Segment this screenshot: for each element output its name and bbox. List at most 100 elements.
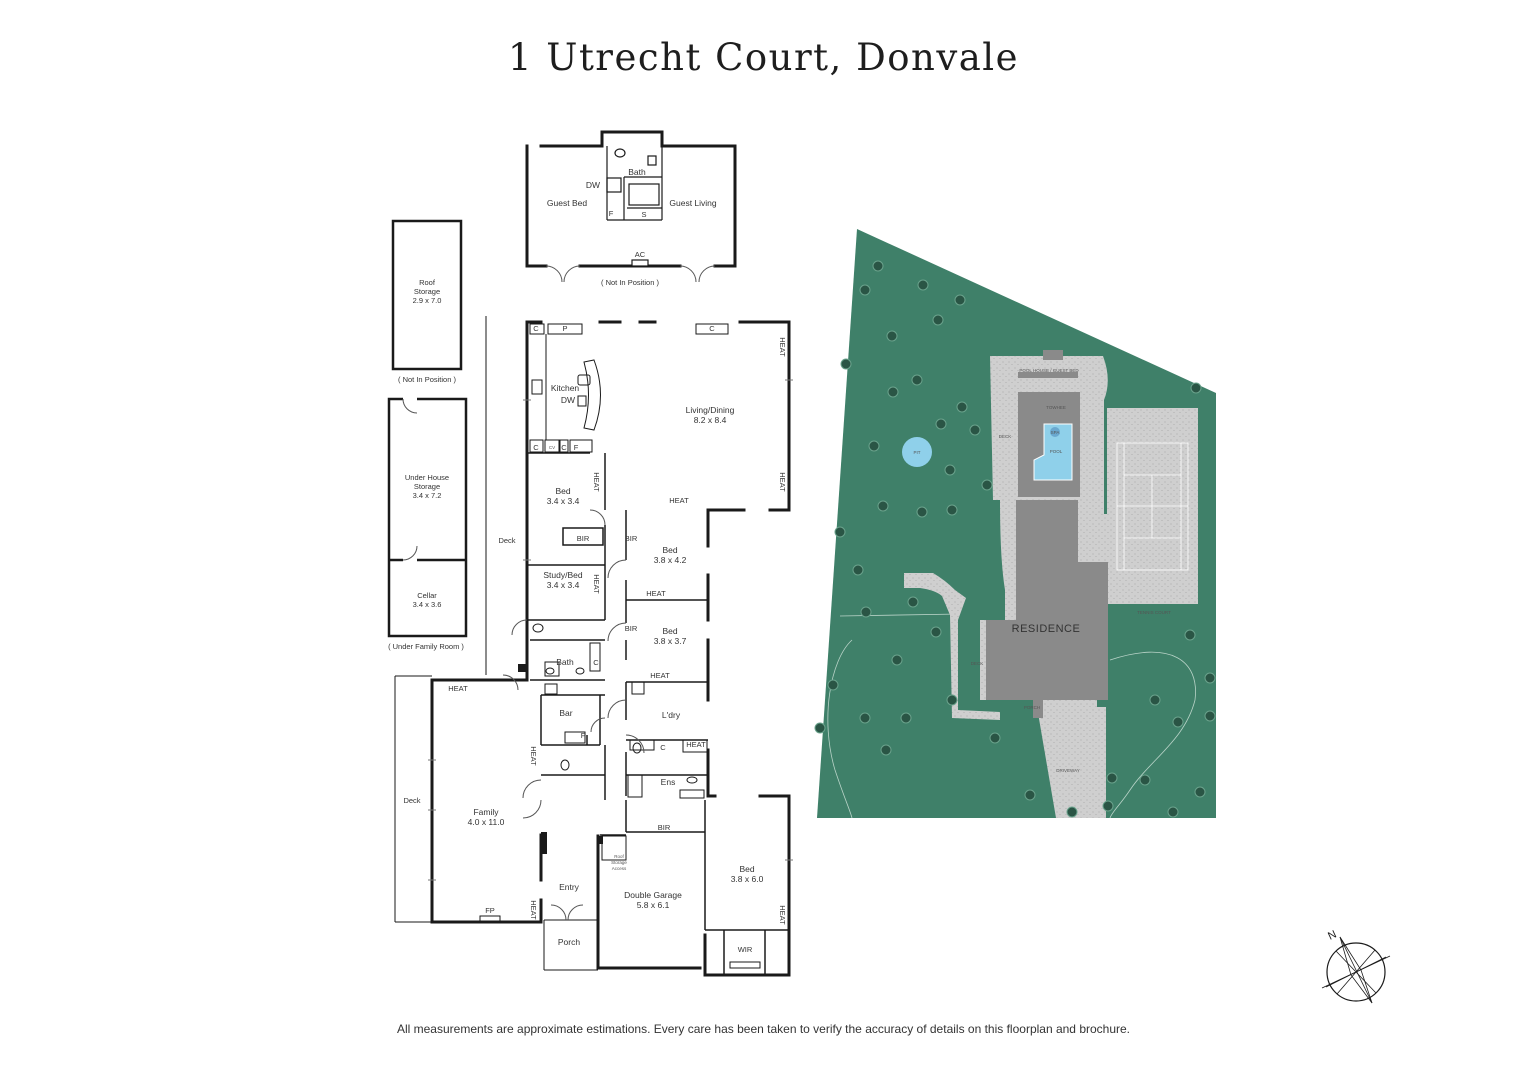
heat-label-3: HEAT [669,496,689,505]
heat-label-10: HEAT [529,746,538,766]
ensuite-label: Ens [661,777,676,787]
tennis-court-label: TENNIS COURT [1137,610,1171,615]
bed2-dim: 3.8 x 4.2 [654,555,687,565]
cellar-dim: 3.4 x 3.6 [413,600,442,609]
wir-label: WIR [738,945,753,954]
fireplace-label: FP [485,906,495,915]
deck-site-label-2: DECK [971,661,984,666]
deck-label-2: Deck [403,796,420,805]
bed1-dim: 3.4 x 3.4 [547,496,580,506]
guest-bath-label: Bath [628,167,646,177]
study-bed-label: Study/Bed [543,570,582,580]
family-label: Family [473,807,499,817]
fridge-f-label-2: F [581,731,586,740]
deck-label-1: Deck [498,536,515,545]
heat-label-12: HEAT [778,905,787,925]
family-dim: 4.0 x 11.0 [468,817,505,827]
living-dining-dim: 8.2 x 8.4 [694,415,727,425]
bed4-dim: 3.8 x 6.0 [731,874,764,884]
roof-storage-dim: 2.9 x 7.0 [413,296,442,305]
towhee-label: TOWHEE [1046,405,1066,410]
site-plan: RESIDENCE TENNIS COURT POOL SPA TOWHEE D… [814,229,1216,819]
study-bed-dim: 3.4 x 3.4 [547,580,580,590]
bed3-label: Bed [662,626,677,636]
page-title: 1 Utrecht Court, Donvale [507,36,1020,79]
roof-storage-label: Roof [419,278,436,287]
bir-label-4: BIR [658,823,671,832]
site-porch-label: PORCH [1024,705,1040,710]
storage-areas: Roof Storage 2.9 x 7.0 ( Not In Position… [387,219,468,651]
pool-house-label: POOL HOUSE / GUEST BED [1019,368,1079,373]
residence-label: RESIDENCE [1012,623,1081,635]
main-house: C P C C CV C F HEAT HEAT Kitchen DW Livi… [394,316,793,977]
garage-label: Double Garage [624,890,682,900]
bir-label-3: BIR [625,624,638,633]
driveway-label: DRIVEWAY [1056,768,1080,773]
heat-label-9: HEAT [686,740,706,749]
porch-label: Porch [558,937,580,947]
bar-label: Bar [559,708,572,718]
trees [814,260,1216,818]
pantry-p-label: P [562,324,567,333]
fridge-f-label-1: F [574,443,579,452]
bir-label-2: BIR [625,534,638,543]
room-labels: C P C C CV C F HEAT HEAT Kitchen DW Livi… [403,324,787,954]
cupboard-c-label-1: C [533,324,539,333]
heat-label-5: HEAT [592,574,601,594]
deck-site-label-1: DECK [999,434,1012,439]
heat-label-8: HEAT [448,684,468,693]
cupboard-c-label-3: C [533,443,539,452]
guest-f-label: F [609,209,614,218]
guest-house: Bath DW Guest Bed Guest Living F S AC ( … [525,130,737,287]
cellar-label: Cellar [417,591,437,600]
guest-living-label: Guest Living [669,198,717,208]
pool-label: POOL [1050,449,1063,454]
guest-ac-label: AC [635,250,646,259]
kitchen-dw-label: DW [561,395,575,405]
pit-label: PIT [913,450,920,455]
pool-water [1033,423,1073,481]
laundry-label: L'dry [662,710,681,720]
cupboard-c-label-6: C [660,743,666,752]
guest-dw-label: DW [586,180,600,190]
bed3-dim: 3.8 x 3.7 [654,636,687,646]
roof-storage-label-2: Storage [414,287,440,296]
guest-bed-label: Guest Bed [547,198,587,208]
cupboard-c-label-5: C [593,658,599,667]
roof-storage-note: ( Not In Position ) [398,375,456,384]
cupboard-c-label-2: C [709,324,715,333]
bed2-label: Bed [662,545,677,555]
roof-access-label-1: Roof [614,854,624,859]
cupboard-c-label-4: C [561,443,567,452]
under-house-label-2: Storage [414,482,440,491]
pit-circle [902,437,932,467]
heat-label-2: HEAT [778,472,787,492]
spa-label: SPA [1051,430,1060,435]
heat-label-7: HEAT [650,671,670,680]
cv-label: CV [549,445,555,450]
roof-access-label-3: Access [612,866,627,871]
heat-label-6: HEAT [646,589,666,598]
compass-north-label: N [1326,928,1338,942]
heat-label-11: HEAT [529,900,538,920]
kitchen-label: Kitchen [551,383,580,393]
heat-label-4: HEAT [592,472,601,492]
residence-roof [986,500,1108,718]
guest-not-in-position-note: ( Not In Position ) [601,278,659,287]
disclaimer-text: All measurements are approximate estimat… [396,1022,1131,1036]
under-house-label: Under House [405,473,449,482]
bed4-label: Bed [739,864,754,874]
bir-label-1: BIR [577,534,590,543]
under-house-dim: 3.4 x 7.2 [413,491,442,500]
cellar-note: ( Under Family Room ) [388,642,464,651]
bath-label: Bath [556,657,574,667]
entry-label: Entry [559,882,580,892]
bed1-label: Bed [555,486,570,496]
roof-access-label-2: Storage [611,860,627,865]
garage-dim: 5.8 x 6.1 [637,900,670,910]
heat-label-1: HEAT [778,337,787,357]
compass-rose: N [1321,928,1391,1004]
living-dining-label: Living/Dining [686,405,735,415]
guest-s-label: S [641,210,646,219]
